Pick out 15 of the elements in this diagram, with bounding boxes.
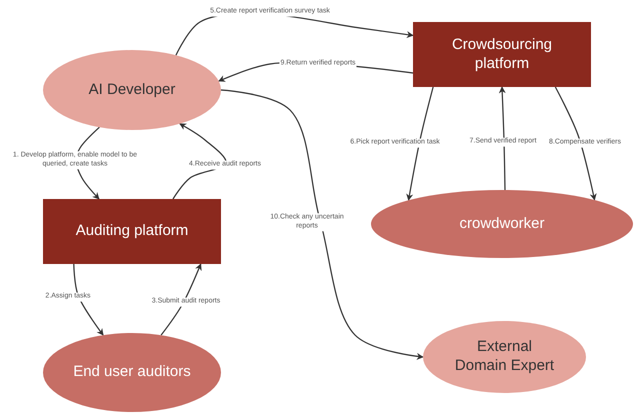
arrow <box>498 86 506 190</box>
node-label: AI Developer <box>88 80 176 100</box>
arrow <box>220 89 424 360</box>
arrow <box>406 86 434 201</box>
node-label: Crowdsourcing platform <box>450 36 554 74</box>
node-label: External Domain Expert <box>454 338 556 376</box>
arrow <box>554 86 597 201</box>
system-box <box>413 22 591 87</box>
arrow <box>160 263 202 336</box>
node-label: crowdworker <box>458 214 546 234</box>
arrow <box>73 264 104 336</box>
system-box <box>43 199 221 264</box>
node-label: End user auditors <box>72 363 192 382</box>
arrow <box>172 123 227 200</box>
node-label: Auditing platform <box>74 222 190 241</box>
